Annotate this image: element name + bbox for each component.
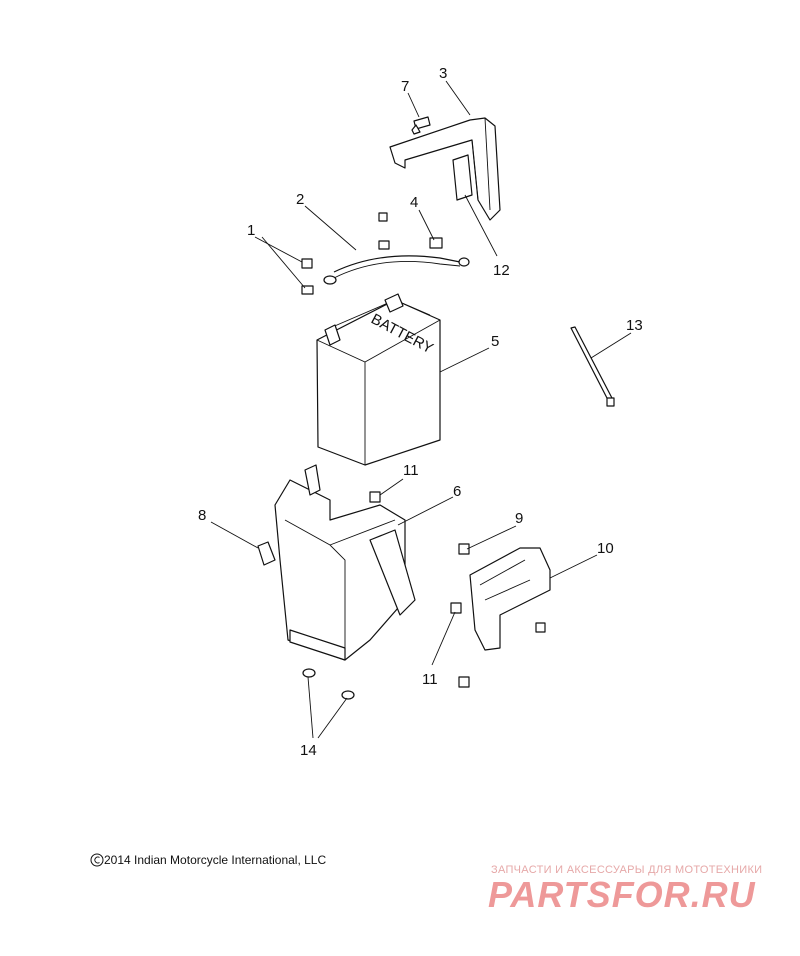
leader-lines xyxy=(210,80,632,739)
callout-4: 4 xyxy=(410,194,418,211)
callouts: 1 2 3 4 5 6 7 8 9 10 11 11 12 13 14 xyxy=(198,65,643,759)
callout-7: 7 xyxy=(401,78,409,95)
part-3-bracket xyxy=(389,117,501,221)
callout-2: 2 xyxy=(296,191,304,208)
callout-5: 5 xyxy=(491,333,499,350)
callout-13: 13 xyxy=(626,317,643,334)
part-14-washers xyxy=(302,668,355,700)
part-1-screw-nut xyxy=(301,258,314,295)
part-2-cable xyxy=(323,255,470,285)
watermark-tagline: ЗАПЧАСТИ И АКСЕССУАРЫ ДЛЯ МОТОТЕХНИКИ xyxy=(491,864,763,876)
callout-8: 8 xyxy=(198,507,206,524)
part-7-bolt xyxy=(411,116,431,135)
part-5-battery: BATTERY xyxy=(316,293,441,466)
part-4-screw-nut xyxy=(378,212,443,250)
copyright-text: 2014 Indian Motorcycle International, LL… xyxy=(104,853,327,867)
part-8-clip xyxy=(257,541,276,566)
part-6-tray xyxy=(274,464,416,661)
copyright-icon xyxy=(90,853,104,867)
callout-11-lower: 11 xyxy=(422,671,438,688)
part-9-bolt xyxy=(458,543,470,555)
part-13-strap xyxy=(570,326,615,407)
watermark-logo: PARTSFOR.RU xyxy=(488,874,756,915)
callout-3: 3 xyxy=(439,65,447,82)
callout-14: 14 xyxy=(300,742,317,759)
callout-1: 1 xyxy=(247,222,255,239)
part-11-bolts xyxy=(369,491,546,688)
part-10-bracket xyxy=(469,547,551,651)
callout-12: 12 xyxy=(493,262,510,279)
part-12-pad xyxy=(452,154,473,201)
callout-11-upper: 11 xyxy=(403,462,419,479)
callout-6: 6 xyxy=(453,483,461,500)
callout-10: 10 xyxy=(597,540,614,557)
callout-9: 9 xyxy=(515,510,523,527)
